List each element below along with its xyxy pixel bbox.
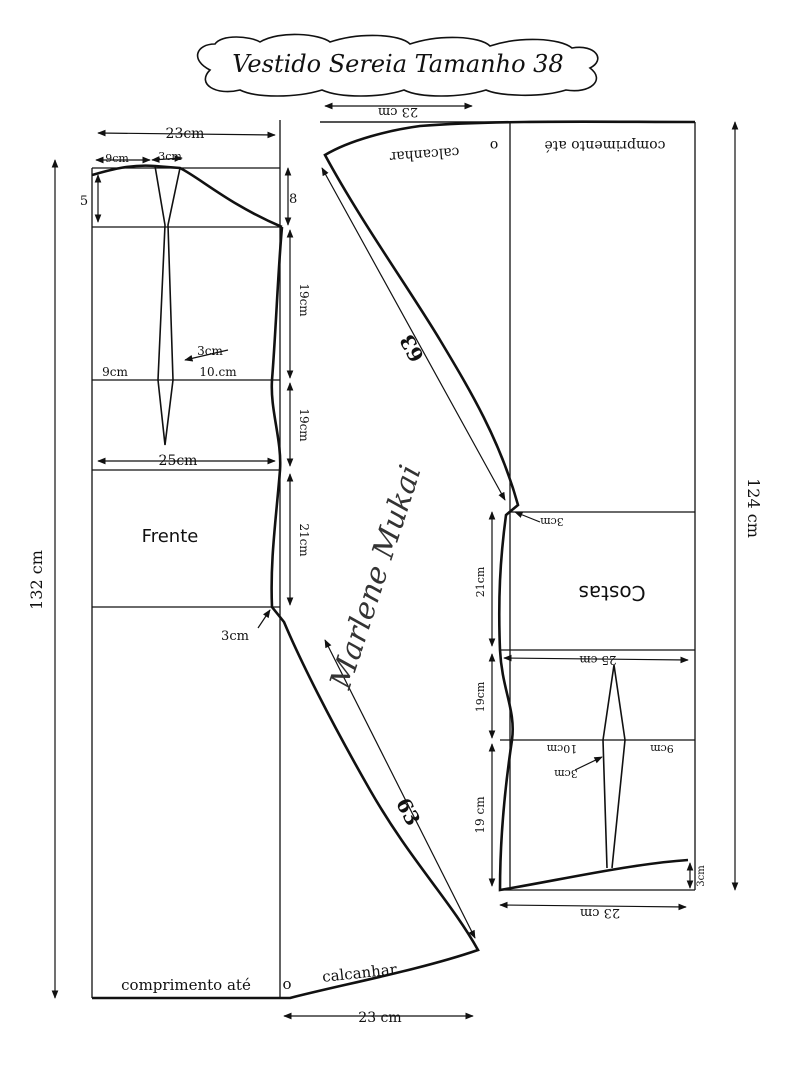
front-seg2-label: 19cm (297, 408, 311, 442)
back-total-length-label: 124 cm (744, 478, 763, 538)
front-hem-text-1: comprimento até (121, 976, 251, 994)
front-right-drop-label: 8 (289, 192, 297, 207)
back-hip-label: 25 cm (579, 653, 617, 667)
back-notch-label: 3cm (540, 515, 564, 528)
front-dart-width-label: 3cm (197, 344, 223, 358)
front-contour (91, 164, 480, 1000)
front-waist-right-label: 10.cm (199, 365, 237, 379)
front-seg1-label: 19cm (297, 283, 311, 317)
front-hem-notch-label: 3cm (221, 629, 249, 644)
page-title: Vestido Sereia Tamanho 38 (232, 50, 563, 78)
back-waist-left-label: 10cm (546, 742, 577, 755)
front-top-width-label: 23cm (166, 126, 205, 142)
front-waist-left-label: 9cm (102, 365, 128, 379)
back-drop-label: 3cm (696, 865, 707, 887)
back-top-width-label: 23 cm (378, 104, 418, 119)
designer-signature: Marlene Mukai (323, 461, 428, 694)
back-piece (320, 121, 696, 891)
front-diagonal-label: 63 (391, 794, 425, 830)
back-diagonal-label: 63 (395, 330, 429, 366)
front-shoulder-b-label: 3cm (158, 150, 182, 163)
front-hip-label: 25cm (159, 453, 198, 469)
back-dart (602, 664, 626, 869)
front-left-drop-label: 5 (80, 194, 88, 209)
front-total-length-label: 132 cm (27, 550, 46, 610)
front-dimensions (51, 129, 476, 1020)
front-bottom-width-label: 23 cm (358, 1010, 401, 1026)
back-bottom-width-label: 23 cm (580, 905, 620, 920)
front-hem-text-2: o (282, 975, 291, 993)
front-dart (154, 165, 181, 446)
front-piece (91, 120, 290, 999)
back-seg2-label: 19cm (474, 681, 487, 712)
front-hem-text-3: calcanhar (321, 960, 398, 986)
back-dimensions (321, 102, 739, 911)
back-waist-right-label: 9cm (650, 742, 674, 755)
front-seg3-label: 21cm (297, 523, 311, 557)
back-seg1-label: 21cm (474, 566, 487, 597)
back-top-text-2: o (490, 137, 498, 153)
back-seg3-label: 19 cm (473, 796, 487, 834)
back-contour (323, 120, 696, 892)
front-piece-label: Frente (142, 526, 199, 547)
front-shoulder-a-label: 9cm (105, 152, 129, 165)
back-top-text-1: comprimento até (544, 137, 665, 153)
back-piece-label: Costas (578, 581, 645, 605)
back-top-text-3: calcanhar (389, 144, 460, 165)
title-cloud (196, 33, 599, 97)
back-dart-width-label: 3cm (554, 767, 578, 780)
